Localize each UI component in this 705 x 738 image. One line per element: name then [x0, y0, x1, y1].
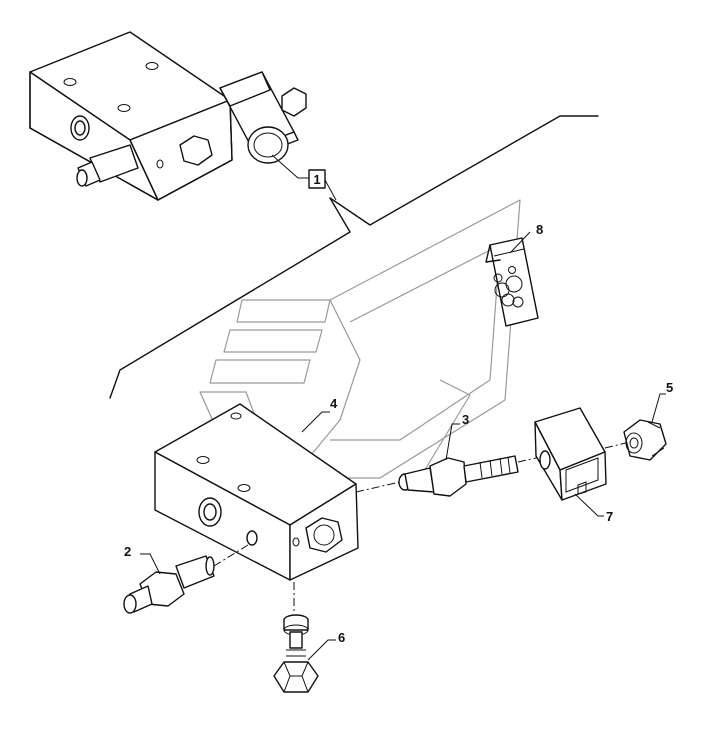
callout-8: 8 — [509, 222, 543, 254]
callout-3: 3 — [445, 412, 469, 461]
callout-label-5: 5 — [666, 380, 673, 395]
callout-label-2: 2 — [124, 544, 131, 559]
callout-6: 6 — [307, 630, 345, 661]
callout-label-3: 3 — [462, 412, 469, 427]
valve-block — [154, 403, 359, 581]
callout-label-6: 6 — [338, 630, 345, 645]
coil-nut — [623, 419, 667, 461]
callout-4: 4 — [301, 396, 338, 433]
callout-label-8: 8 — [536, 222, 543, 237]
callout-label-7: 7 — [606, 509, 613, 524]
callout-label-4: 4 — [330, 396, 338, 411]
valve-assembly-complete — [29, 31, 307, 201]
solenoid-cartridge — [398, 455, 519, 497]
assembly-centerline-2 — [213, 544, 249, 567]
check-valve-plug — [273, 614, 319, 693]
callout-label-1: 1 — [313, 172, 320, 187]
solenoid-coil — [534, 407, 607, 501]
callout-1: 1 — [271, 154, 337, 201]
callout-2: 2 — [124, 544, 161, 575]
assembly-centerline-3 — [355, 481, 401, 493]
assembly-bracket — [109, 115, 599, 399]
callout-7: 7 — [574, 493, 613, 524]
callout-5: 5 — [651, 380, 673, 423]
seal-kit-bag — [485, 237, 539, 327]
relief-valve-cartridge — [123, 555, 215, 614]
